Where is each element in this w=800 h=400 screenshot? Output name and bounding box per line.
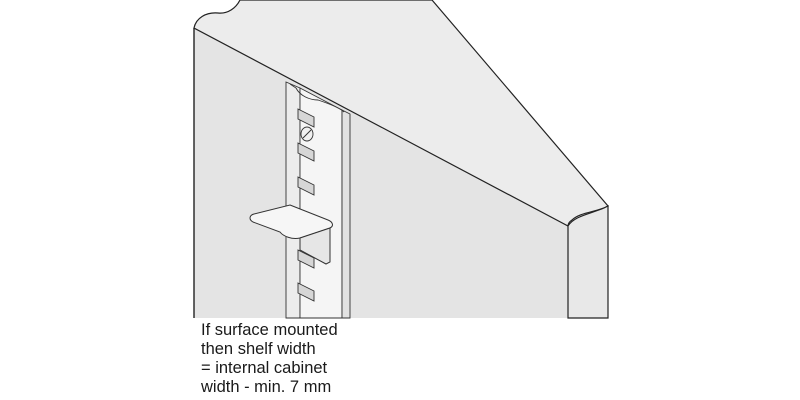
shelf-support-strip: [285, 81, 351, 319]
caption-note: If surface mounted then shelf width = in…: [201, 321, 338, 397]
caption-line: = internal cabinet: [201, 359, 328, 377]
caption-line: then shelf width: [201, 340, 316, 358]
caption-line: If surface mounted: [201, 321, 338, 339]
cabinet-panel-top: [193, 0, 609, 227]
shelf-bracket: [249, 204, 333, 265]
cabinet-panel-edge: [567, 205, 609, 319]
screw-icon: [300, 126, 314, 142]
caption-line: width - min. 7 mm: [201, 378, 332, 396]
